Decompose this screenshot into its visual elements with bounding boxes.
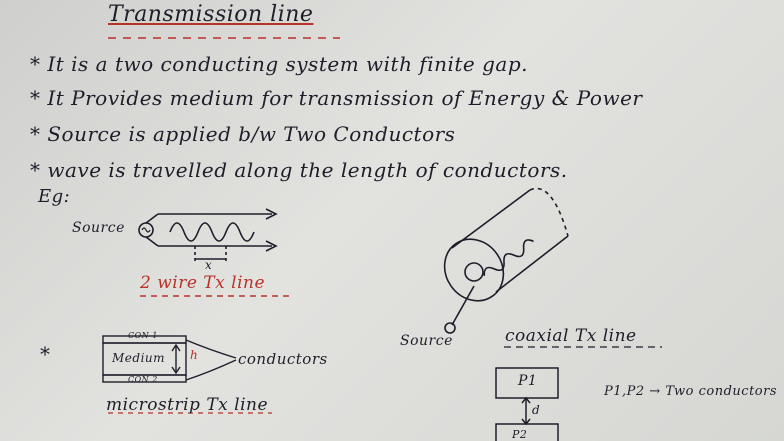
upper-arrow <box>265 208 278 220</box>
coax-source-icon <box>444 322 456 334</box>
plate-p1-label: P1 <box>518 373 538 389</box>
coax-inner-conductor <box>464 262 484 282</box>
plate-gap-label: d <box>532 403 541 417</box>
lower-arrow <box>265 240 278 252</box>
plate-p2 <box>495 423 559 441</box>
microstrip-bullet: * <box>40 342 51 366</box>
bullet-3: * Source is applied b/w Two Conductors <box>30 122 456 146</box>
microstrip-bottom-label: CON 2 <box>128 375 158 384</box>
coax-source-label: Source <box>400 333 453 349</box>
microstrip-gap-label: h <box>190 348 199 362</box>
parallel-plate-diagram <box>495 367 559 441</box>
page-title: Transmission line <box>108 2 314 27</box>
microstrip-top-label: CON 1 <box>128 331 158 340</box>
two-wire-source-label: Source <box>72 220 125 236</box>
coaxial-diagram <box>443 187 569 334</box>
microstrip-conductors-label: conductors <box>238 350 328 368</box>
two-wire-gap-label: x <box>205 258 213 272</box>
microstrip-caption: microstrip Tx line <box>106 395 269 415</box>
bullet-2: * It Provides medium for transmission of… <box>30 86 643 110</box>
bullet-1: * It is a two conducting system with fin… <box>30 52 528 76</box>
example-label: Eg: <box>38 186 71 207</box>
two-wire-caption: 2 wire Tx line <box>140 273 266 293</box>
microstrip-medium-label: Medium <box>112 351 166 365</box>
bullet-4: * wave is travelled along the length of … <box>30 158 568 182</box>
coax-caption: coaxial Tx line <box>505 326 637 346</box>
plate-p1 <box>495 367 559 399</box>
two-wire-diagram <box>138 208 278 263</box>
plate-p2-label: P2 <box>512 428 528 441</box>
parallel-plate-note: P1,P2 → Two conductors <box>604 384 778 399</box>
coax-outer-end <box>443 238 505 302</box>
bottom-conductor <box>102 374 187 383</box>
microstrip-diagram <box>102 335 237 383</box>
wave <box>169 222 255 242</box>
